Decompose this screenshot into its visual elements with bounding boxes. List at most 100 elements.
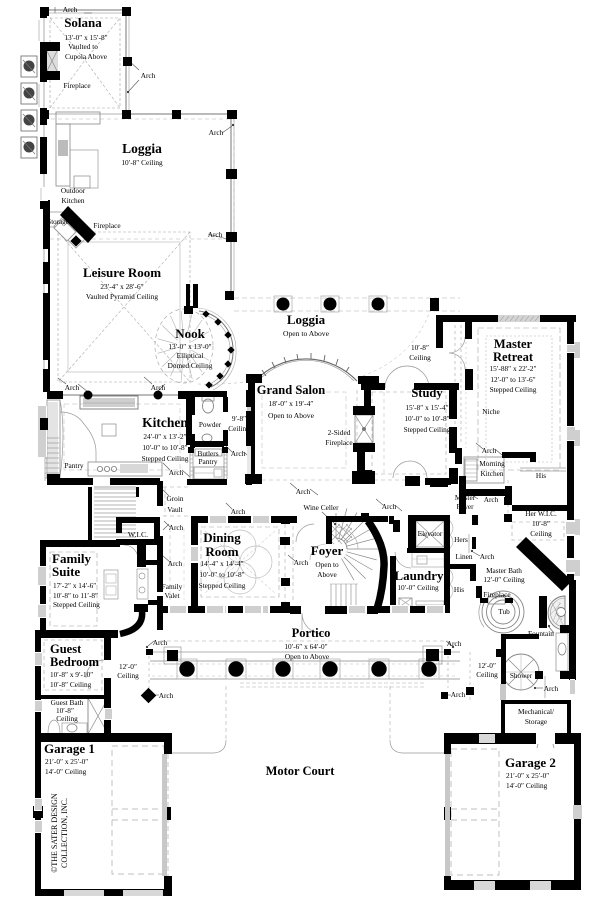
svg-text:14′-0″ Ceiling: 14′-0″ Ceiling xyxy=(506,781,548,790)
svg-text:Arch: Arch xyxy=(159,691,174,700)
svg-text:9′-8″: 9′-8″ xyxy=(232,414,246,423)
svg-text:10′-8″ x 9′-10″: 10′-8″ x 9′-10″ xyxy=(50,670,93,679)
svg-text:12′-0″: 12′-0″ xyxy=(478,661,496,670)
svg-text:Guest: Guest xyxy=(50,642,82,656)
svg-text:Arch: Arch xyxy=(169,468,184,477)
svg-text:Niche: Niche xyxy=(482,407,499,416)
svg-text:Suite: Suite xyxy=(52,564,80,579)
svg-text:Kitchen: Kitchen xyxy=(480,469,503,478)
svg-text:Groin: Groin xyxy=(166,494,183,503)
svg-text:Morning: Morning xyxy=(479,459,505,468)
svg-text:Ceiling: Ceiling xyxy=(476,670,498,679)
svg-text:Domed Ceiling: Domed Ceiling xyxy=(168,361,213,370)
svg-text:Arch: Arch xyxy=(141,71,156,80)
svg-text:10′-8″: 10′-8″ xyxy=(56,706,74,715)
svg-text:Arch: Arch xyxy=(208,230,223,239)
svg-text:Arch: Arch xyxy=(294,558,309,567)
svg-text:Powder: Powder xyxy=(199,420,222,429)
svg-text:Stepped Ceiling: Stepped Ceiling xyxy=(53,600,100,609)
svg-text:Arch: Arch xyxy=(151,383,166,392)
svg-text:Foyer: Foyer xyxy=(311,543,344,558)
svg-text:Family: Family xyxy=(162,582,183,591)
svg-text:Arch: Arch xyxy=(482,446,497,455)
svg-text:Open to Above: Open to Above xyxy=(268,411,315,420)
svg-text:Arch: Arch xyxy=(231,449,246,458)
svg-text:10′-0″ to 10′-8″: 10′-0″ to 10′-8″ xyxy=(199,570,244,579)
svg-text:Fountain: Fountain xyxy=(528,629,554,638)
svg-text:Ceiling: Ceiling xyxy=(530,529,552,538)
svg-text:Fireplace: Fireplace xyxy=(63,81,90,90)
svg-text:Stepped Ceiling: Stepped Ceiling xyxy=(142,454,189,463)
svg-text:Elevator: Elevator xyxy=(418,529,443,538)
svg-text:Pantry: Pantry xyxy=(64,461,83,470)
svg-text:Laundry: Laundry xyxy=(394,568,444,583)
svg-text:14′-4″ x 14′-4″: 14′-4″ x 14′-4″ xyxy=(200,559,243,568)
svg-text:©THE SATER DESIGN: ©THE SATER DESIGN xyxy=(50,793,59,873)
svg-text:Vault: Vault xyxy=(167,505,182,514)
svg-text:Fireplace: Fireplace xyxy=(325,438,352,447)
svg-text:Storage: Storage xyxy=(525,717,547,726)
svg-text:Stepped Ceiling: Stepped Ceiling xyxy=(199,581,246,590)
svg-text:Valet: Valet xyxy=(165,591,180,600)
svg-text:Butlers: Butlers xyxy=(197,449,218,458)
svg-text:Arch: Arch xyxy=(169,523,184,532)
svg-text:2-Sided: 2-Sided xyxy=(328,428,351,437)
svg-text:Foyer: Foyer xyxy=(456,502,474,511)
svg-text:10′-8″ Ceiling: 10′-8″ Ceiling xyxy=(50,680,92,689)
svg-text:10′-0″ to 10′-8″: 10′-0″ to 10′-8″ xyxy=(404,414,449,423)
svg-text:Arch: Arch xyxy=(382,502,397,511)
svg-text:Bedroom: Bedroom xyxy=(50,655,100,669)
svg-text:Shower: Shower xyxy=(510,671,533,680)
svg-text:Open to Above: Open to Above xyxy=(283,329,330,338)
svg-text:Master Bath: Master Bath xyxy=(486,566,522,575)
svg-text:Ceiling: Ceiling xyxy=(228,424,250,433)
svg-text:Garage 1: Garage 1 xyxy=(44,741,95,756)
svg-text:Arch: Arch xyxy=(168,559,183,568)
svg-text:Ceiling: Ceiling xyxy=(409,353,431,362)
svg-text:12′-0″ to 13′-6″: 12′-0″ to 13′-6″ xyxy=(490,375,535,384)
svg-text:Ceiling: Ceiling xyxy=(56,714,78,723)
svg-text:Arch: Arch xyxy=(153,638,168,647)
svg-text:10′-8″ Ceiling: 10′-8″ Ceiling xyxy=(121,158,163,167)
svg-text:Dining: Dining xyxy=(203,530,241,545)
svg-text:Nook: Nook xyxy=(175,326,205,341)
svg-text:17′-2″ x 14′-6″: 17′-2″ x 14′-6″ xyxy=(53,581,96,590)
svg-text:14′-0″ Ceiling: 14′-0″ Ceiling xyxy=(45,767,87,776)
svg-text:Outdoor: Outdoor xyxy=(61,186,86,195)
svg-text:Arch: Arch xyxy=(544,684,559,693)
svg-text:His: His xyxy=(536,471,546,480)
svg-text:Grand Salon: Grand Salon xyxy=(257,383,325,397)
svg-text:Vaulted Pyramid Ceiling: Vaulted Pyramid Ceiling xyxy=(86,292,159,301)
svg-text:Linen: Linen xyxy=(455,552,472,561)
svg-text:Cupola Above: Cupola Above xyxy=(65,52,107,61)
svg-text:24′-0″ x 13′-2″: 24′-0″ x 13′-2″ xyxy=(143,432,186,441)
svg-text:Arch: Arch xyxy=(209,128,224,137)
svg-text:Study: Study xyxy=(411,386,443,400)
svg-text:Solana: Solana xyxy=(64,15,102,30)
svg-text:15′-88″ x 22′-2″: 15′-88″ x 22′-2″ xyxy=(490,364,537,373)
svg-text:10′-8″ to 11′-8″: 10′-8″ to 11′-8″ xyxy=(53,591,98,600)
svg-text:Stepped Ceiling: Stepped Ceiling xyxy=(404,425,451,434)
svg-text:Loggia: Loggia xyxy=(122,141,162,156)
svg-text:Above: Above xyxy=(317,570,336,579)
svg-text:Mechanical/: Mechanical/ xyxy=(518,707,555,716)
svg-text:23′-4″ x 28′-6″: 23′-4″ x 28′-6″ xyxy=(100,282,143,291)
svg-text:Arch: Arch xyxy=(484,495,499,504)
svg-text:10′-8″: 10′-8″ xyxy=(532,519,550,528)
svg-text:10′-0″ Ceiling: 10′-0″ Ceiling xyxy=(397,583,439,592)
svg-text:Tub: Tub xyxy=(498,607,510,616)
svg-text:Fireplace: Fireplace xyxy=(483,590,510,599)
svg-text:18′-0″ x 19′-4″: 18′-0″ x 19′-4″ xyxy=(268,399,313,408)
svg-text:Arch: Arch xyxy=(296,487,311,496)
svg-text:COLLECTION, INC.: COLLECTION, INC. xyxy=(60,798,69,868)
svg-text:10′-6″ x 64′-0″: 10′-6″ x 64′-0″ xyxy=(284,642,327,651)
svg-text:His: His xyxy=(454,585,464,594)
svg-text:Portico: Portico xyxy=(292,626,331,640)
svg-text:Garage 2: Garage 2 xyxy=(505,755,556,770)
svg-text:Family: Family xyxy=(52,551,91,566)
svg-text:Arch: Arch xyxy=(447,639,462,648)
svg-text:Open to: Open to xyxy=(315,560,339,569)
svg-text:21′-0″ x 25′-0″: 21′-0″ x 25′-0″ xyxy=(45,757,88,766)
svg-text:W.I.C.: W.I.C. xyxy=(128,530,148,539)
svg-text:Arch: Arch xyxy=(480,552,495,561)
